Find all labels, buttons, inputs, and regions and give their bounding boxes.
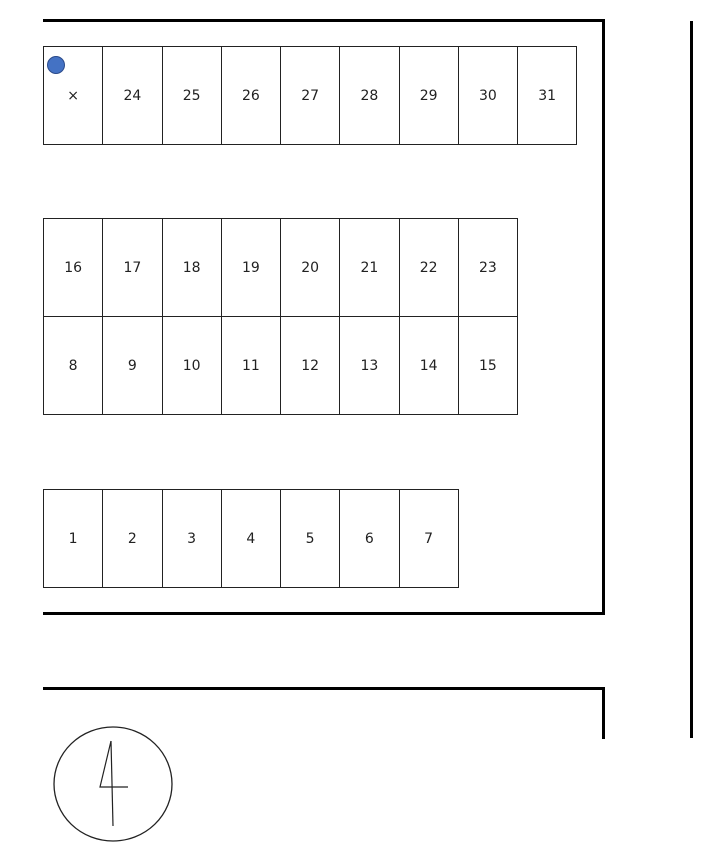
parking-space: 29 [398, 46, 459, 145]
road-edge-line [690, 21, 693, 738]
lower-building-top-border [43, 687, 605, 690]
parking-space: 26 [220, 46, 281, 145]
parking-space: 13 [339, 316, 400, 415]
lot-top-border [43, 19, 605, 22]
parking-space: 27 [280, 46, 341, 145]
parking-space: 19 [220, 218, 281, 317]
parking-space: 2 [102, 489, 163, 588]
lower-building-right-border [602, 687, 605, 739]
parking-space: 7 [398, 489, 459, 588]
lot-right-border [602, 19, 605, 615]
parking-space: 15 [457, 316, 518, 415]
parking-space: 25 [161, 46, 222, 145]
parking-space: 14 [398, 316, 459, 415]
parking-space: 16 [43, 218, 104, 317]
parking-space: 22 [398, 218, 459, 317]
parking-space: 31 [517, 46, 578, 145]
parking-space: 11 [220, 316, 281, 415]
parking-space: 1 [43, 489, 104, 588]
parking-space: 30 [457, 46, 518, 145]
parking-space: 21 [339, 218, 400, 317]
parking-space: 20 [280, 218, 341, 317]
parking-space: 28 [339, 46, 400, 145]
location-marker [47, 56, 65, 74]
parking-space: 12 [280, 316, 341, 415]
lot-bottom-border [43, 612, 605, 615]
parking-space: 10 [161, 316, 222, 415]
parking-space: 8 [43, 316, 104, 415]
parking-space: 5 [280, 489, 341, 588]
parking-space: 6 [339, 489, 400, 588]
